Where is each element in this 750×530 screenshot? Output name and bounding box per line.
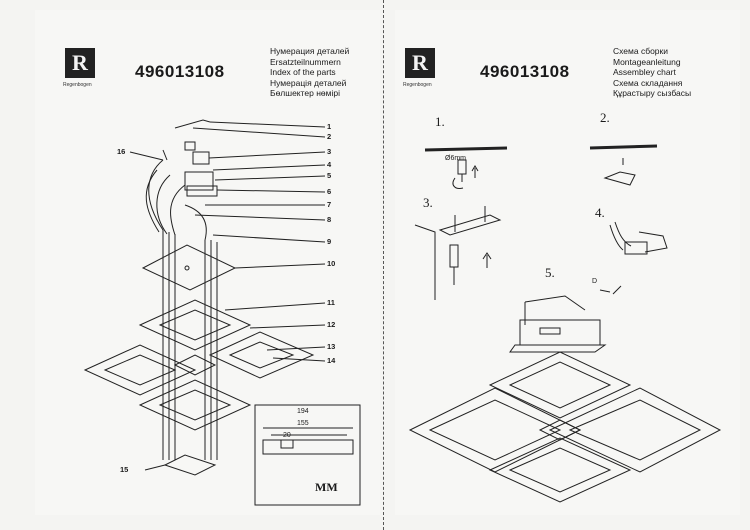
assembly-steps-diagram [408, 144, 722, 503]
part-number-12: 12 [327, 320, 336, 329]
step-4-label: 4. [595, 205, 605, 220]
title-line-ru: Схема сборки [613, 46, 668, 56]
part-number-9: 9 [327, 237, 332, 246]
title-line-de: Montageanleitung [613, 56, 681, 67]
exploded-parts-diagram [83, 119, 361, 506]
title-line-kz: Бөлшектер нөмірі [270, 88, 341, 98]
step-5-part-label: D [592, 278, 598, 285]
part-number-3: 3 [327, 147, 332, 156]
dimension-small: 20 [283, 432, 291, 439]
article-number: 496013108 [135, 62, 225, 81]
brand-logo-icon: R [65, 48, 95, 78]
title-line-ru: Нумерация деталей [270, 46, 350, 56]
brand-name: Regenbogen [63, 82, 92, 88]
part-number-10: 10 [327, 259, 336, 268]
part-number-16: 16 [117, 147, 126, 156]
drill-size-label: Ø6mm [445, 155, 466, 162]
parts-index-page: R Regenbogen 496013108 Нумерация деталей… [35, 10, 380, 515]
step-1-label: 1. [435, 114, 445, 129]
article-number: 496013108 [480, 62, 570, 81]
brand-logo-icon: R [405, 48, 435, 78]
part-number-7: 7 [327, 200, 332, 209]
part-number-11: 11 [327, 298, 335, 307]
part-number-4: 4 [327, 160, 332, 169]
part-number-14: 14 [327, 356, 336, 365]
part-number-1: 1 [327, 122, 332, 131]
page-fold-line [383, 0, 384, 530]
step-2-label: 2. [600, 110, 610, 125]
part-number-2: 2 [327, 132, 332, 141]
title-line-en: Index of the parts [270, 67, 336, 77]
part-number-13: 13 [327, 342, 336, 351]
step-3-label: 3. [423, 195, 433, 210]
part-number-15: 15 [120, 465, 129, 474]
title-line-de: Ersatzteilnummern [270, 56, 341, 67]
part-number-8: 8 [327, 215, 332, 224]
brand-name: Regenbogen [403, 82, 432, 88]
title-line-kz: Құрастыру сызбасы [613, 88, 692, 98]
part-number-5: 5 [327, 171, 332, 180]
title-lines: Нумерация деталей Ersatzteilnummern Inde… [270, 46, 349, 99]
dimension-overall: 194 [297, 408, 309, 415]
step-5-label: 5. [545, 265, 555, 280]
title-line-ua: Схема складання [613, 77, 683, 88]
title-line-en: Assembley chart [613, 67, 676, 77]
title-lines: Схема сборки Montageanleitung Assembley … [613, 46, 691, 99]
title-line-ua: Нумерація деталей [270, 77, 347, 88]
part-number-6: 6 [327, 187, 332, 196]
dimension-unit: MM [315, 480, 338, 494]
assembly-chart-page: R Regenbogen 496013108 Схема сборки Mont… [395, 10, 740, 515]
dimension-inner: 155 [297, 420, 309, 427]
